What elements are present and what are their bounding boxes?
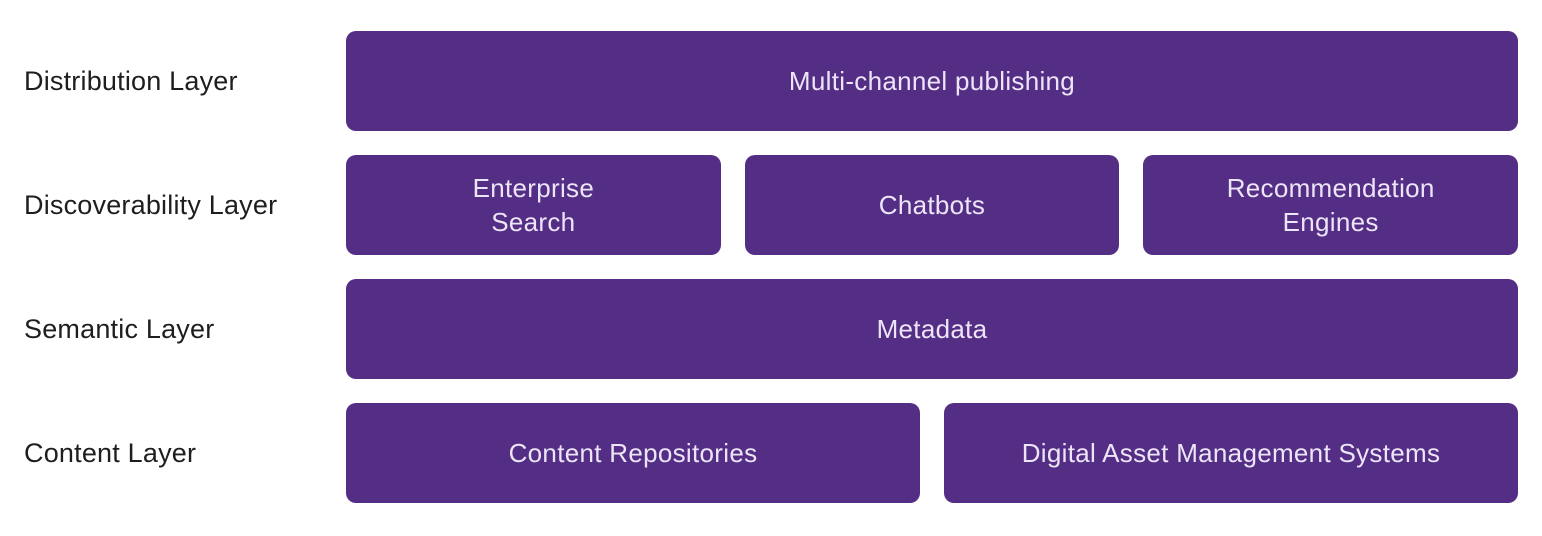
component-box-multi-channel-publishing: Multi-channel publishing (346, 31, 1518, 131)
layer-row-discoverability: Discoverability Layer Enterprise Search … (0, 155, 1519, 255)
layer-boxes-discoverability: Enterprise Search Chatbots Recommendatio… (346, 155, 1519, 255)
layer-boxes-content: Content Repositories Digital Asset Manag… (346, 403, 1518, 503)
layer-label-content: Content Layer (24, 437, 197, 468)
layer-boxes-distribution: Multi-channel publishing (346, 31, 1518, 131)
layer-label-semantic: Semantic Layer (24, 313, 215, 344)
layer-boxes-semantic: Metadata (346, 279, 1518, 379)
component-box-metadata: Metadata (346, 279, 1518, 379)
layer-label-discoverability: Discoverability Layer (24, 189, 278, 220)
layer-row-distribution: Distribution Layer Multi-channel publish… (0, 31, 1518, 131)
layer-row-semantic: Semantic Layer Metadata (0, 279, 1518, 379)
component-box-enterprise-search: Enterprise Search (346, 155, 721, 255)
layer-label-distribution: Distribution Layer (24, 65, 238, 96)
component-box-content-repositories: Content Repositories (346, 403, 920, 503)
component-box-recommendation-engines: Recommendation Engines (1143, 155, 1519, 255)
layer-row-content: Content Layer Content Repositories Digit… (0, 403, 1518, 503)
component-box-digital-asset-management-systems: Digital Asset Management Systems (944, 403, 1518, 503)
component-box-chatbots: Chatbots (744, 155, 1120, 255)
